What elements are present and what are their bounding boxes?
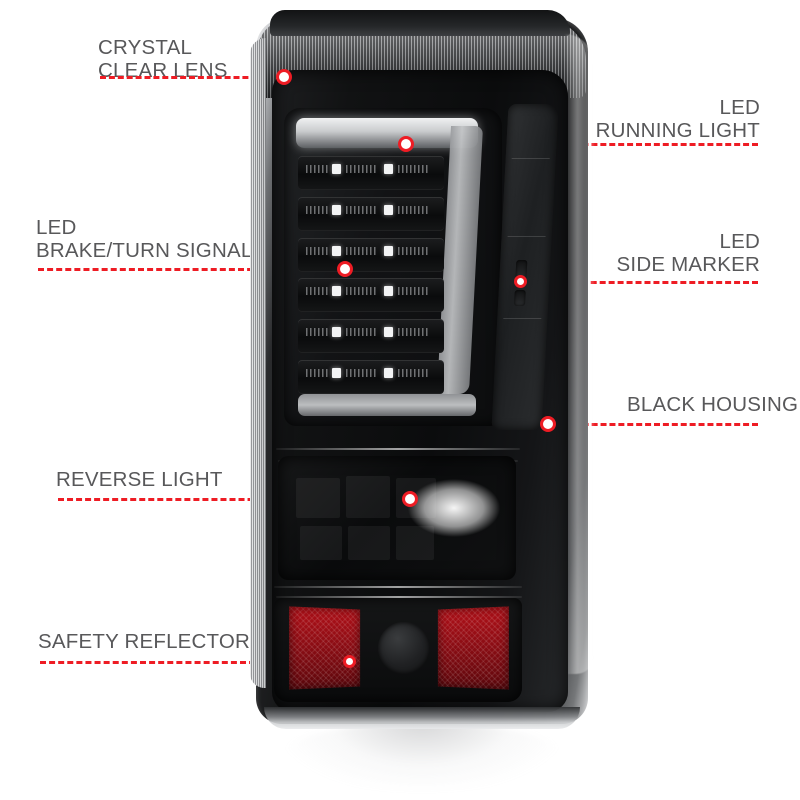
chrome-divider	[276, 596, 522, 598]
leader-line-reverse-light	[58, 498, 407, 501]
callout-dot-led-brake-turn-signal	[337, 261, 353, 277]
reverse-facet	[346, 476, 390, 518]
panel-seam	[503, 318, 542, 319]
led-row	[298, 156, 444, 190]
led-chip	[384, 367, 393, 378]
leader-line-led-brake-turn-signal	[38, 268, 344, 271]
led-strip	[398, 368, 428, 377]
reverse-facet	[396, 526, 434, 560]
led-chip	[332, 245, 341, 256]
callout-dot-reverse-light	[402, 491, 418, 507]
side-marker-tab	[513, 290, 526, 306]
led-chip	[332, 327, 341, 338]
led-running-light-bar	[296, 118, 478, 148]
reverse-facet	[296, 478, 340, 518]
leader-line-led-side-marker	[528, 281, 758, 284]
callout-dot-black-housing	[540, 416, 556, 432]
led-strip	[306, 287, 328, 296]
led-row	[298, 359, 444, 394]
led-strip	[346, 246, 378, 255]
led-row	[298, 319, 444, 354]
callout-label-led-running-light: LED RUNNING LIGHT	[595, 96, 760, 142]
callout-dot-led-side-marker	[514, 275, 527, 288]
led-strip	[398, 287, 428, 296]
lens-left-edge	[250, 38, 266, 688]
bulb-access-cap	[378, 622, 430, 674]
led-row	[298, 237, 444, 272]
led-strip	[346, 165, 378, 173]
led-chip	[332, 164, 341, 174]
lens-right-edge	[564, 34, 594, 674]
chrome-divider	[276, 448, 520, 450]
callout-label-black-housing: BLACK HOUSING	[627, 393, 799, 416]
led-strip	[398, 205, 428, 214]
led-chip	[384, 286, 393, 297]
led-chip	[384, 164, 393, 174]
led-running-light-lower-bar	[298, 394, 476, 416]
safety-reflector-right	[437, 606, 509, 690]
leader-line-crystal-clear-lens	[100, 76, 284, 79]
floor-reflection	[282, 722, 562, 790]
led-strip	[306, 368, 328, 377]
led-chip	[384, 327, 393, 338]
safety-reflector-chamber	[274, 598, 522, 702]
led-strip	[398, 165, 428, 173]
callout-dot-led-running-light	[398, 136, 414, 152]
reverse-facet	[300, 526, 342, 560]
led-row	[298, 196, 444, 231]
callout-dot-crystal-clear-lens	[276, 69, 292, 85]
callout-label-reverse-light: REVERSE LIGHT	[56, 468, 223, 491]
led-strip	[346, 328, 378, 337]
led-strip	[306, 328, 328, 337]
leader-line-safety-reflector	[40, 661, 346, 664]
led-strip	[306, 165, 328, 173]
led-row-group	[298, 156, 444, 394]
callout-label-led-brake-turn-signal: LED BRAKE/TURN SIGNAL	[36, 216, 253, 262]
led-chip	[384, 245, 393, 256]
callout-label-safety-reflector: SAFETY REFLECTOR	[38, 630, 251, 653]
safety-reflector-left	[289, 606, 361, 690]
reverse-light-chamber	[278, 456, 516, 580]
led-chip	[332, 204, 341, 215]
lens-base-trim	[264, 707, 580, 729]
led-strip	[306, 246, 328, 255]
led-strip	[346, 287, 378, 296]
reverse-facet	[348, 526, 390, 560]
leader-line-black-housing	[556, 423, 758, 426]
led-row	[298, 278, 444, 313]
tail-light-assembly	[248, 8, 596, 733]
led-strip	[306, 205, 328, 214]
led-strip	[398, 328, 428, 337]
led-chip	[332, 286, 341, 297]
callout-label-led-side-marker: LED SIDE MARKER	[616, 230, 760, 276]
led-chip	[332, 367, 341, 378]
led-strip	[346, 368, 378, 377]
panel-seam	[511, 158, 550, 159]
led-strip	[346, 205, 378, 214]
lens-top-cap	[270, 10, 570, 36]
chrome-divider	[274, 586, 522, 588]
panel-seam	[507, 236, 546, 237]
led-brake-turn-signal-chamber	[284, 108, 502, 426]
led-chip	[384, 204, 393, 215]
led-strip	[398, 246, 428, 255]
callout-dot-safety-reflector	[343, 655, 356, 668]
